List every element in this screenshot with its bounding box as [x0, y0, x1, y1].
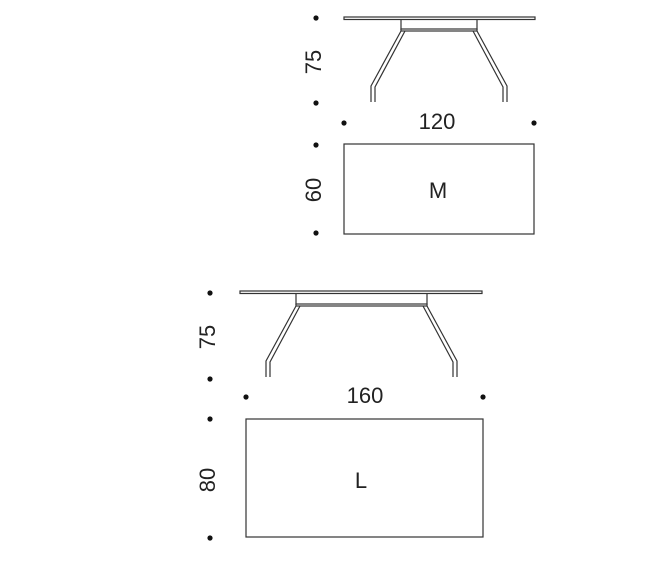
table-m-top: [343, 16, 536, 21]
table-l-rail: [295, 303, 428, 307]
table-m-leg-left: [370, 30, 402, 102]
table-m: 75 120 M 60: [301, 15, 537, 236]
table-l-plan: [245, 418, 484, 538]
table-m-width-label: 120: [419, 109, 456, 134]
table-l-size-label: L: [355, 468, 367, 493]
table-l-leg-left-inner: [269, 305, 301, 377]
table-m-depth-dot-bottom: [313, 230, 319, 236]
table-m-depth-label: 60: [301, 178, 326, 202]
table-m-leg-right-inner: [472, 30, 504, 102]
table-m-leg-left-inner: [374, 30, 406, 102]
table-l-elevation: [239, 290, 483, 377]
table-l-leg-right: [426, 305, 458, 377]
table-l-depth-label: 80: [195, 468, 220, 492]
table-m-height-dot-bottom: [313, 100, 319, 106]
table-m-width-dot-right: [531, 120, 537, 126]
table-m-leg-right: [476, 30, 508, 102]
table-l-height-dot-top: [207, 290, 213, 296]
table-l-height-label: 75: [195, 325, 220, 349]
table-l-top: [239, 290, 483, 295]
table-l-height-dot-bottom: [207, 376, 213, 382]
table-l-width-dot-right: [480, 394, 486, 400]
table-m-width-dot-left: [341, 120, 347, 126]
table-l: 75 160 L 80: [195, 290, 486, 541]
table-l-leg-right-inner: [422, 305, 454, 377]
table-l-depth-dot-bottom: [207, 535, 213, 541]
table-l-depth-dot-top: [207, 416, 213, 422]
table-l-leg-left: [265, 305, 297, 377]
table-m-depth-dot-top: [313, 142, 319, 148]
table-l-width-label: 160: [347, 383, 384, 408]
table-m-size-label: M: [429, 178, 447, 203]
table-m-plan: [343, 143, 535, 235]
table-m-height-label: 75: [301, 50, 326, 74]
table-l-width-dot-left: [243, 394, 249, 400]
table-m-rail: [400, 28, 478, 32]
table-m-height-dot-top: [313, 15, 319, 21]
table-m-elevation: [343, 16, 536, 102]
